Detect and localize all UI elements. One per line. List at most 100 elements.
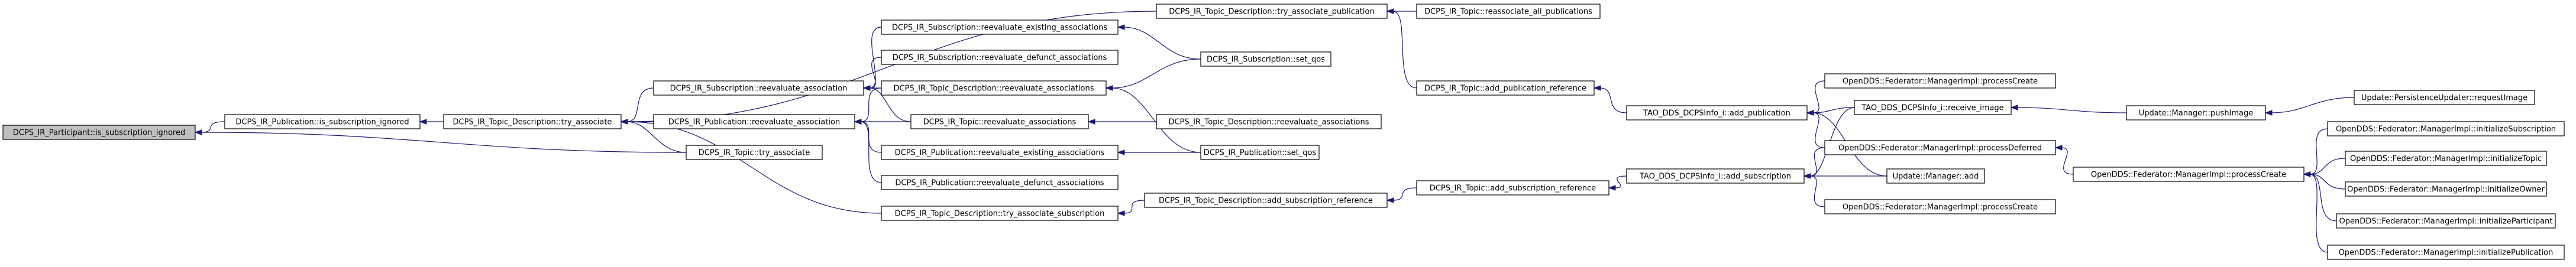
node-box[interactable] [2345, 181, 2547, 197]
graph-node[interactable]: DCPS_IR_Participant::is_subscription_ign… [2, 125, 196, 140]
node-box[interactable] [2354, 90, 2535, 105]
graph-edge [869, 57, 882, 89]
edge-arrowhead [2303, 171, 2311, 177]
node-box[interactable] [653, 80, 864, 96]
graph-node[interactable]: DCPS_IR_Topic_Description::reevaluate_as… [1156, 114, 1382, 129]
node-box[interactable] [1200, 145, 1320, 160]
edge-arrowhead [1087, 119, 1095, 125]
graph-node[interactable]: DCPS_IR_Topic::add_subscription_referenc… [1416, 180, 1609, 196]
graph-node[interactable]: OpenDDS::Federator::ManagerImpl::process… [1824, 199, 2056, 214]
node-box[interactable] [881, 19, 1119, 35]
graph-node[interactable]: DCPS_IR_Topic_Description::try_associate… [881, 206, 1119, 221]
edge-arrowhead [862, 85, 871, 91]
node-box[interactable] [881, 206, 1119, 221]
node-box[interactable] [1156, 4, 1388, 19]
node-box[interactable] [1824, 199, 2056, 214]
node-label: DCPS_IR_Topic_Description::reevaluate_as… [1168, 118, 1369, 127]
graph-node[interactable]: DCPS_IR_Topic_Description::reevaluate_as… [881, 80, 1107, 96]
node-box[interactable] [1416, 180, 1609, 196]
node-box[interactable] [881, 145, 1119, 160]
node-box[interactable] [1156, 114, 1382, 129]
graph-node[interactable]: DCPS_IR_Topic_Description::try_associate [443, 114, 622, 129]
graph-node[interactable]: TAO_DDS_DCPSInfo_i::receive_image [1854, 100, 2012, 115]
node-label: DCPS_IR_Publication::reevaluate_existing… [895, 149, 1105, 158]
node-label: DCPS_IR_Publication::reevaluate_associat… [668, 118, 840, 127]
edge-arrowhead [1117, 149, 1125, 155]
graph-node[interactable]: OpenDDS::Federator::ManagerImpl::initial… [2336, 213, 2556, 229]
node-box[interactable] [2327, 121, 2565, 136]
node-box[interactable] [1416, 80, 1595, 96]
graph-node[interactable]: OpenDDS::Federator::ManagerImpl::initial… [2345, 151, 2547, 166]
edge-arrowhead [1386, 197, 1394, 203]
node-box[interactable] [2126, 105, 2266, 121]
graph-node[interactable]: OpenDDS::Federator::ManagerImpl::initial… [2327, 121, 2565, 136]
edge-arrowhead [620, 119, 628, 125]
node-box[interactable] [1144, 193, 1388, 208]
node-box[interactable] [1626, 168, 1805, 184]
graph-node[interactable]: OpenDDS::Federator::ManagerImpl::process… [1824, 140, 2056, 155]
graph-node[interactable]: OpenDDS::Federator::ManagerImpl::initial… [2327, 245, 2565, 260]
graph-node[interactable]: DCPS_IR_Subscription::reevaluate_existin… [881, 19, 1119, 35]
node-box[interactable] [2, 125, 196, 140]
node-box[interactable] [881, 50, 1119, 65]
node-box[interactable] [2336, 213, 2556, 229]
node-box[interactable] [881, 80, 1107, 96]
graph-edge [626, 121, 882, 214]
node-box[interactable] [686, 145, 823, 160]
graph-edge [1111, 58, 1201, 89]
graph-edge [1812, 112, 1825, 148]
graph-node[interactable]: TAO_DDS_DCPSInfo_i::add_subscription [1626, 168, 1805, 184]
edge-arrowhead [854, 119, 862, 125]
graph-node[interactable]: DCPS_IR_Publication::reevaluate_defunct_… [881, 175, 1119, 190]
graph-node[interactable]: DCPS_IR_Topic::reevaluate_associations [910, 114, 1089, 129]
graph-node[interactable]: TAO_DDS_DCPSInfo_i::add_publication [1626, 105, 1808, 121]
graph-edge [2016, 107, 2127, 113]
graph-node[interactable]: OpenDDS::Federator::ManagerImpl::initial… [2345, 181, 2547, 197]
node-box[interactable] [1824, 140, 2056, 155]
graph-node[interactable]: DCPS_IR_Topic::add_publication_reference [1416, 80, 1595, 96]
node-label: TAO_DDS_DCPSInfo_i::add_subscription [1639, 172, 1791, 181]
node-label: DCPS_IR_Topic_Description::try_associate… [1169, 8, 1374, 17]
graph-node[interactable]: DCPS_IR_Publication::set_qos [1200, 145, 1320, 160]
graph-edge [869, 27, 882, 89]
node-box[interactable] [1200, 51, 1331, 67]
node-box[interactable] [1886, 168, 1985, 184]
graph-node[interactable]: OpenDDS::Federator::ManagerImpl::process… [2073, 167, 2304, 182]
graph-node[interactable]: DCPS_IR_Publication::reevaluate_associat… [653, 114, 855, 129]
node-label: DCPS_IR_Publication::set_qos [1204, 149, 1317, 158]
node-box[interactable] [881, 175, 1119, 190]
graph-node[interactable]: OpenDDS::Federator::ManagerImpl::process… [1824, 73, 2056, 89]
graph-node[interactable]: DCPS_IR_Subscription::reevaluate_defunct… [881, 50, 1119, 65]
graph-node[interactable]: DCPS_IR_Publication::reevaluate_existing… [881, 145, 1119, 160]
graph-edge [2309, 174, 2337, 222]
node-box[interactable] [1416, 4, 1601, 19]
graph-edge [2309, 174, 2328, 253]
graph-node[interactable]: DCPS_IR_Subscription::reevaluate_associa… [653, 80, 864, 96]
graph-node[interactable]: Update::Manager::add [1886, 168, 1985, 184]
graph-edge [1812, 107, 1855, 113]
node-box[interactable] [910, 114, 1089, 129]
node-label: DCPS_IR_Publication::is_subscription_ign… [235, 118, 409, 127]
graph-edge [860, 121, 882, 183]
graph-node[interactable]: Update::Manager::pushImage [2126, 105, 2266, 121]
graph-node[interactable]: DCPS_IR_Topic::reassociate_all_publicati… [1416, 4, 1601, 19]
graph-edge [626, 121, 687, 153]
node-box[interactable] [653, 114, 855, 129]
graph-node[interactable]: DCPS_IR_Subscription::set_qos [1200, 51, 1331, 67]
graph-node[interactable]: Update::PersistenceUpdater::requestImage [2354, 90, 2535, 105]
node-box[interactable] [2345, 151, 2547, 166]
graph-node[interactable]: DCPS_IR_Topic::try_associate [686, 145, 823, 160]
node-box[interactable] [443, 114, 622, 129]
node-box[interactable] [2073, 167, 2304, 182]
node-box[interactable] [2327, 245, 2565, 260]
graph-node[interactable]: DCPS_IR_Topic_Description::try_associate… [1156, 4, 1388, 19]
node-label: TAO_DDS_DCPSInfo_i::receive_image [1861, 104, 2003, 113]
node-box[interactable] [1854, 100, 2012, 115]
graph-node[interactable]: DCPS_IR_Topic_Description::add_subscript… [1144, 193, 1388, 208]
node-box[interactable] [1824, 73, 2056, 89]
edge-arrowhead [1386, 8, 1394, 14]
graph-node[interactable]: DCPS_IR_Publication::is_subscription_ign… [224, 114, 421, 129]
node-box[interactable] [224, 114, 421, 129]
node-box[interactable] [1626, 105, 1808, 121]
node-label: TAO_DDS_DCPSInfo_i::add_publication [1643, 109, 1790, 118]
